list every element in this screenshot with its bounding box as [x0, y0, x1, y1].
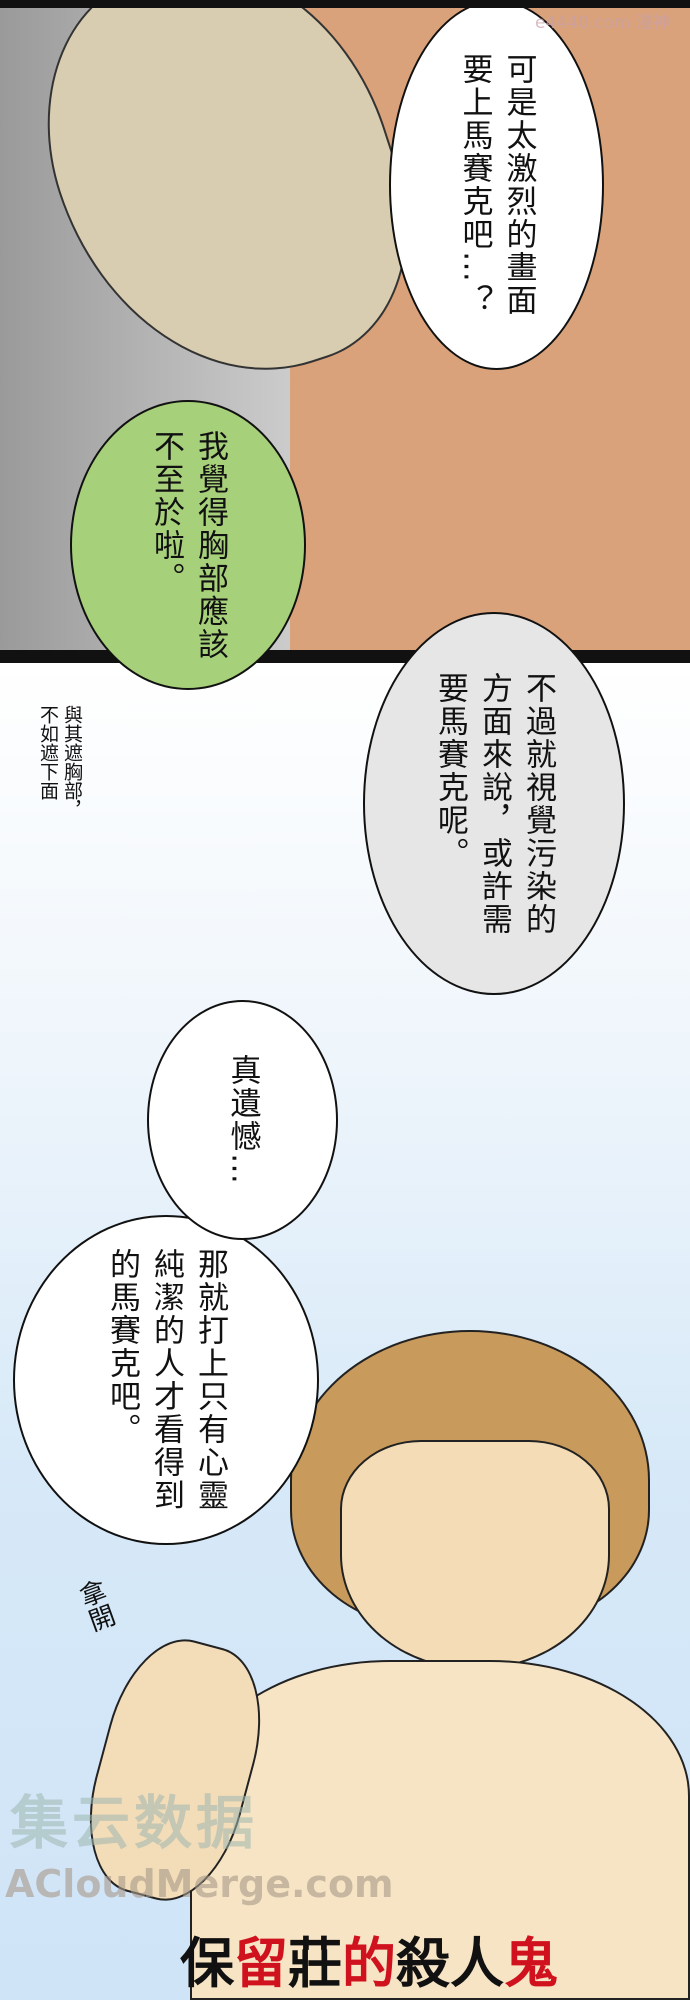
- character-body: [190, 1660, 690, 2000]
- speech-bubble-small: 真遺憾…: [147, 1000, 338, 1240]
- watermark-top: e4440.com 漫神: [535, 13, 670, 33]
- panel-divider: [0, 650, 690, 663]
- top-border: [0, 0, 690, 8]
- speech-bubble-large: 那就打上只有心靈 純潔的人才看得到 的馬賽克吧。: [13, 1215, 319, 1545]
- watermark-logo-sub: ACloudMerge.com: [5, 1862, 394, 1906]
- speech-bubble-right: 可是太激烈的畫面 要上馬賽克吧…？: [389, 0, 604, 370]
- watermark-logo: 集云数据: [10, 1789, 259, 1857]
- character-face: [340, 1440, 610, 1670]
- series-title: 保留莊的殺人鬼: [180, 1931, 558, 1995]
- speech-bubble-gray: 不過就視覺污染的 方面來說，或許需 要馬賽克呢。: [363, 612, 625, 995]
- speech-bubble-green: 我覺得胸部應該 不至於啦。: [70, 400, 306, 690]
- side-note: 與其遮胸部， 不如遮下面: [37, 705, 83, 819]
